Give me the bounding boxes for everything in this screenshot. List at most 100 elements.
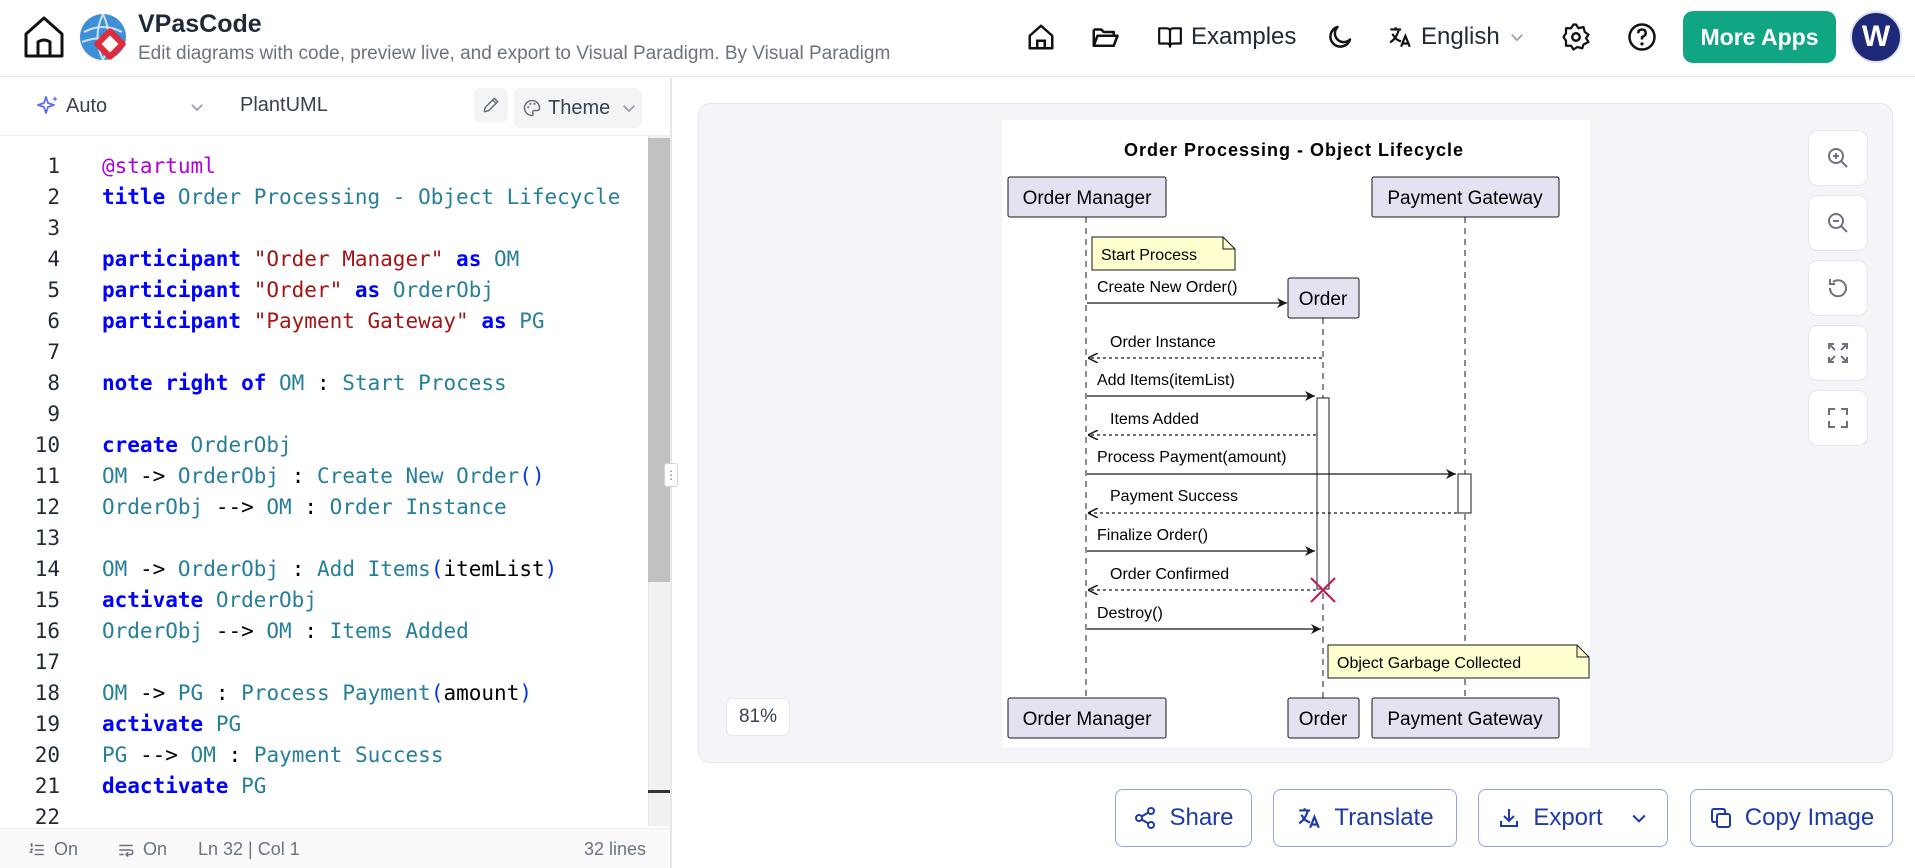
language-selector[interactable]: English (1387, 20, 1526, 54)
svg-text:Items Added: Items Added (1110, 411, 1199, 428)
fit-arrows-icon (1828, 343, 1848, 363)
word-wrap-toggle[interactable]: On (117, 839, 167, 860)
svg-text:Order: Order (1299, 289, 1348, 310)
editor-scrollbar-thumb[interactable] (648, 138, 670, 582)
sparkle-icon (37, 96, 58, 114)
share-label: Share (1169, 804, 1234, 831)
editor-statusbar: On On Ln 32 | Col 1 32 lines (0, 828, 670, 868)
scrollbar-cursor-marker (648, 790, 670, 793)
fit-to-screen-button[interactable] (1808, 325, 1868, 381)
wrap-text-icon (119, 844, 134, 857)
share-button[interactable]: Share (1115, 789, 1252, 847)
home-nav-icon[interactable] (1026, 22, 1056, 52)
participant-payment-gateway-bottom: Payment Gateway (1371, 697, 1560, 739)
mode-selector[interactable]: Auto (36, 94, 107, 118)
editor-toolbar: Auto PlantUML Theme (0, 78, 670, 136)
rotate-ccw-icon (1828, 279, 1847, 298)
zoom-in-button[interactable] (1808, 130, 1868, 186)
more-apps-button[interactable]: More Apps (1683, 11, 1836, 63)
participant-order-manager-bottom: Order Manager (1007, 697, 1167, 739)
svg-text:Finalize Order(): Finalize Order() (1097, 527, 1208, 544)
share-icon (1135, 807, 1156, 829)
home-icon[interactable] (20, 12, 68, 60)
user-avatar[interactable]: W (1850, 11, 1902, 63)
message-payment-success: Payment Success (1088, 488, 1457, 513)
translate-label: Translate (1334, 804, 1434, 831)
code-line: 7 (47, 340, 60, 364)
download-icon (1500, 809, 1519, 827)
note-start-process: Start Process (1091, 236, 1236, 271)
dark-mode-moon-icon[interactable] (1325, 22, 1355, 52)
participant-payment-gateway-top: Payment Gateway (1371, 176, 1560, 218)
copy-image-button[interactable]: Copy Image (1690, 789, 1893, 847)
svg-text:Order Instance: Order Instance (1110, 334, 1216, 351)
message-items-added: Items Added (1088, 411, 1316, 435)
message-finalize-order: Finalize Order() (1087, 527, 1315, 556)
folder-open-icon[interactable] (1090, 22, 1120, 52)
zoom-out-button[interactable] (1808, 195, 1868, 251)
activation-bar-payment-gateway (1457, 473, 1472, 514)
svg-text:Payment Gateway: Payment Gateway (1387, 709, 1543, 730)
svg-text:Create New Order(): Create New Order() (1097, 279, 1237, 296)
app-title: VPasCode (138, 10, 262, 38)
settings-gear-icon[interactable] (1561, 22, 1591, 52)
svg-text:Object Garbage Collected: Object Garbage Collected (1337, 655, 1521, 672)
examples-label: Examples (1191, 23, 1297, 50)
destroy-x-icon (1310, 577, 1336, 603)
export-label: Export (1533, 804, 1603, 831)
translate-icon (1299, 808, 1321, 829)
message-destroy: Destroy() (1087, 605, 1321, 634)
line-numbers-toggle[interactable]: On (28, 839, 78, 860)
chevron-down-icon (1510, 34, 1523, 42)
theme-label: Theme (548, 96, 611, 119)
theme-selector[interactable]: Theme (514, 88, 642, 128)
cursor-position: Ln 32 | Col 1 (198, 839, 300, 859)
pencil-icon (483, 97, 499, 113)
word-wrap-toggle-label: On (143, 839, 168, 859)
export-chevron-down-icon[interactable] (1629, 808, 1649, 828)
zoom-in-icon (1828, 148, 1848, 168)
mode-chevron-down-icon[interactable] (188, 98, 206, 116)
svg-text:Payment Success: Payment Success (1110, 488, 1238, 505)
copy-image-label: Copy Image (1744, 804, 1875, 831)
zoom-out-icon (1828, 213, 1848, 233)
edit-pencil-button[interactable] (474, 88, 508, 122)
translate-button[interactable]: Translate (1273, 789, 1457, 847)
examples-button[interactable]: Examples (1157, 20, 1296, 54)
zoom-level-indicator: 81% (726, 698, 790, 736)
svg-text:Order Manager: Order Manager (1023, 188, 1153, 209)
svg-text:Process Payment(amount): Process Payment(amount) (1097, 449, 1286, 466)
help-question-icon[interactable] (1627, 22, 1657, 52)
list-numbers-icon (29, 842, 44, 855)
diagram-canvas: Order Processing - Object Lifecycle Orde… (1002, 120, 1590, 747)
message-add-items: Add Items(itemList) (1087, 372, 1315, 401)
line-count: 32 lines (584, 839, 647, 859)
palette-icon (523, 99, 541, 117)
code-line: 22 (34, 805, 60, 826)
reset-view-button[interactable] (1808, 260, 1868, 316)
svg-text:Payment Gateway: Payment Gateway (1387, 188, 1543, 209)
code-line: 13 (34, 526, 60, 550)
participant-order-created: Order (1287, 277, 1360, 319)
syntax-label: PlantUML (240, 94, 328, 116)
fullscreen-button[interactable] (1808, 390, 1868, 446)
language-label: English (1421, 23, 1500, 50)
line-numbers-toggle-label: On (54, 839, 79, 859)
svg-text:Add Items(itemList): Add Items(itemList) (1097, 372, 1235, 389)
export-button[interactable]: Export (1478, 789, 1668, 847)
svg-text:Destroy(): Destroy() (1097, 605, 1163, 622)
pane-resize-handle[interactable]: ⋮ (664, 463, 678, 487)
